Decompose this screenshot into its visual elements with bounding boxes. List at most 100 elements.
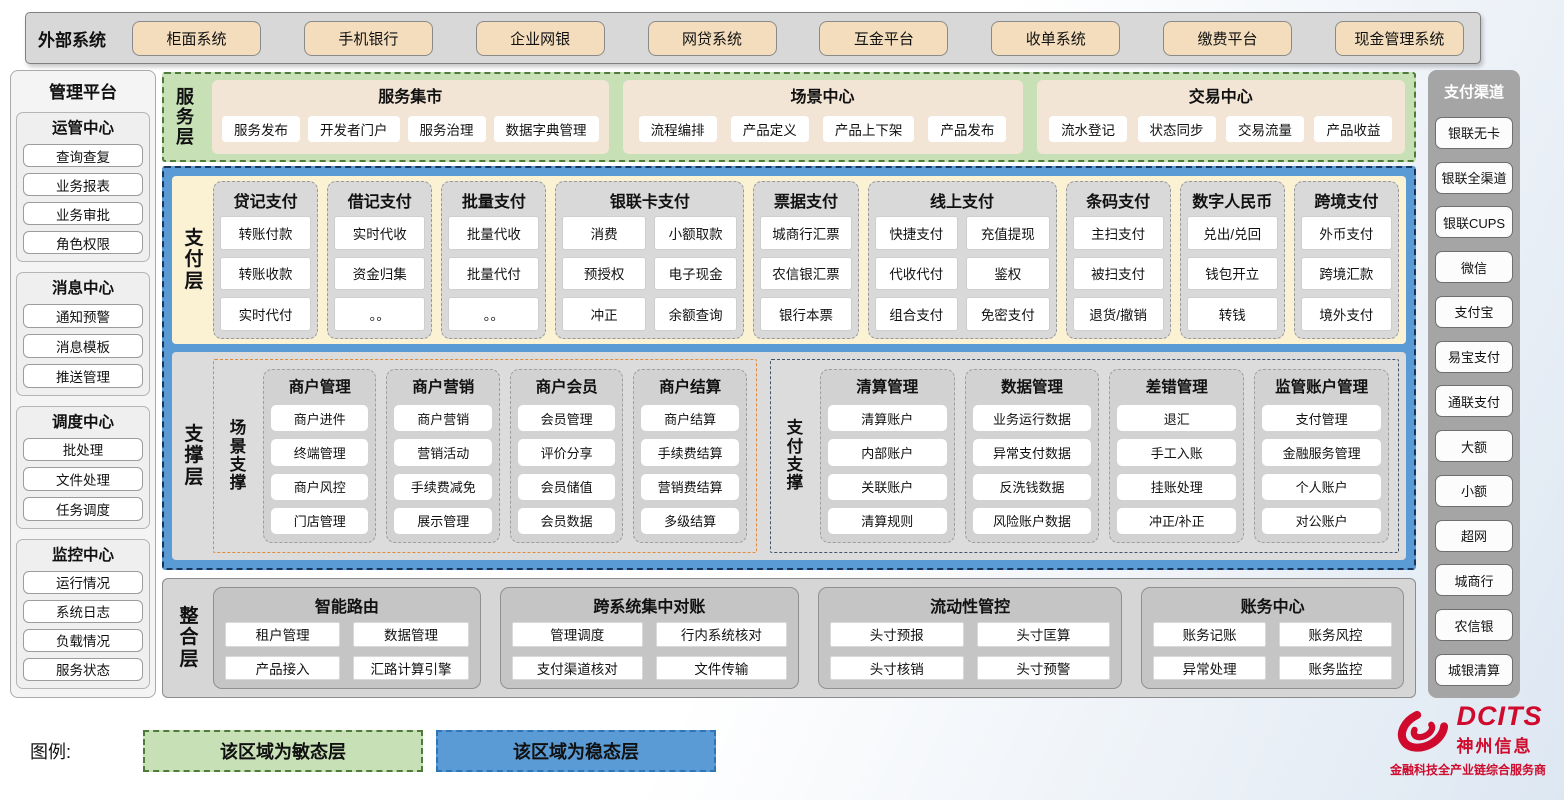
payment-item-button[interactable]: 被扫支付 [1072, 256, 1164, 291]
payment-item-button[interactable]: 转钱 [1186, 297, 1278, 331]
management-item-button[interactable]: 任务调度 [23, 497, 143, 521]
payment-item-button[interactable]: 消费 [562, 216, 646, 250]
support-item-button[interactable]: 手工入账 [1117, 439, 1237, 466]
support-item-button[interactable]: 个人账户 [1262, 473, 1381, 500]
payment-item-button[interactable]: 免密支付 [966, 297, 1050, 331]
service-item-button[interactable]: 产品上下架 [822, 115, 915, 142]
integration-item-button[interactable]: 汇路计算引擎 [353, 655, 469, 680]
support-item-button[interactable]: 退汇 [1117, 405, 1237, 432]
support-item-button[interactable]: 冲正/补正 [1117, 507, 1237, 534]
payment-item-button[interactable]: 退货/撤销 [1072, 297, 1164, 331]
management-item-button[interactable]: 通知预警 [23, 304, 143, 328]
integration-item-button[interactable]: 头寸匡算 [976, 622, 1111, 647]
support-item-button[interactable]: 手续费减免 [394, 473, 492, 500]
integration-item-button[interactable]: 租户管理 [225, 622, 341, 647]
payment-channel-button[interactable]: 超网 [1435, 519, 1513, 552]
support-item-button[interactable]: 营销费结算 [641, 473, 739, 500]
support-item-button[interactable]: 关联账户 [827, 473, 947, 500]
payment-item-button[interactable]: 组合支付 [874, 297, 959, 331]
support-item-button[interactable]: 终端管理 [271, 439, 369, 466]
external-system-button[interactable]: 收单系统 [991, 20, 1121, 56]
payment-item-button[interactable]: 兑出/兑回 [1186, 216, 1278, 250]
payment-channel-button[interactable]: 大额 [1435, 430, 1513, 463]
integration-item-button[interactable]: 文件传输 [655, 655, 787, 680]
service-item-button[interactable]: 流水登记 [1049, 115, 1128, 142]
service-item-button[interactable]: 开发者门户 [308, 115, 400, 142]
payment-item-button[interactable]: 。。 [448, 297, 540, 331]
management-item-button[interactable]: 推送管理 [23, 363, 143, 388]
payment-channel-button[interactable]: 城商行 [1435, 564, 1513, 597]
payment-item-button[interactable]: 实时代付 [220, 297, 312, 331]
payment-item-button[interactable]: 小额取款 [653, 216, 738, 250]
service-item-button[interactable]: 交易流量 [1226, 115, 1304, 142]
support-item-button[interactable]: 多级结算 [641, 507, 739, 534]
payment-channel-button[interactable]: 农信银 [1435, 609, 1513, 642]
support-item-button[interactable]: 会员储值 [517, 473, 616, 500]
service-item-button[interactable]: 产品收益 [1314, 115, 1393, 142]
integration-item-button[interactable]: 产品接入 [225, 655, 341, 680]
integration-item-button[interactable]: 账务风控 [1279, 622, 1392, 647]
management-item-button[interactable]: 消息模板 [23, 333, 143, 358]
external-system-button[interactable]: 手机银行 [303, 20, 433, 56]
payment-item-button[interactable]: 转账收款 [220, 256, 312, 291]
support-item-button[interactable]: 挂账处理 [1117, 473, 1237, 500]
integration-item-button[interactable]: 头寸预警 [976, 655, 1111, 680]
payment-item-button[interactable]: 快捷支付 [874, 216, 959, 250]
payment-item-button[interactable]: 批量代收 [448, 216, 540, 250]
payment-item-button[interactable]: 代收代付 [874, 256, 959, 291]
support-item-button[interactable]: 营销活动 [394, 439, 492, 466]
payment-item-button[interactable]: 转账付款 [220, 216, 312, 250]
payment-item-button[interactable]: 外币支付 [1300, 216, 1392, 250]
external-system-button[interactable]: 互金平台 [819, 20, 949, 56]
payment-item-button[interactable]: 境外支付 [1300, 297, 1392, 331]
payment-channel-button[interactable]: 银联CUPS [1435, 206, 1513, 239]
payment-item-button[interactable]: 充值提现 [966, 216, 1050, 250]
service-item-button[interactable]: 产品定义 [730, 115, 809, 142]
support-item-button[interactable]: 清算账户 [827, 405, 947, 432]
management-item-button[interactable]: 角色权限 [23, 231, 143, 254]
payment-item-button[interactable]: 城商行汇票 [760, 216, 852, 250]
management-item-button[interactable]: 负载情况 [23, 628, 143, 652]
support-item-button[interactable]: 展示管理 [394, 507, 492, 534]
service-item-button[interactable]: 数据字典管理 [493, 115, 599, 142]
support-item-button[interactable]: 风险账户数据 [972, 507, 1092, 534]
service-item-button[interactable]: 状态同步 [1137, 115, 1216, 142]
payment-item-button[interactable]: 实时代收 [334, 216, 426, 250]
support-item-button[interactable]: 反洗钱数据 [972, 473, 1092, 500]
support-item-button[interactable]: 会员管理 [517, 405, 616, 432]
payment-item-button[interactable]: 钱包开立 [1186, 256, 1278, 291]
integration-item-button[interactable]: 账务监控 [1279, 655, 1392, 680]
management-item-button[interactable]: 服务状态 [23, 657, 143, 681]
management-item-button[interactable]: 文件处理 [23, 467, 143, 492]
support-item-button[interactable]: 支付管理 [1262, 405, 1381, 432]
support-item-button[interactable]: 商户进件 [271, 405, 369, 432]
management-item-button[interactable]: 批处理 [23, 437, 143, 462]
payment-item-button[interactable]: 鉴权 [966, 256, 1050, 291]
payment-channel-button[interactable]: 通联支付 [1435, 385, 1513, 418]
management-item-button[interactable]: 系统日志 [23, 599, 143, 623]
external-system-button[interactable]: 缴费平台 [1163, 20, 1293, 56]
payment-channel-button[interactable]: 小额 [1435, 474, 1513, 507]
support-item-button[interactable]: 商户风控 [271, 473, 369, 500]
external-system-button[interactable]: 现金管理系统 [1334, 20, 1464, 56]
payment-item-button[interactable]: 余额查询 [653, 297, 738, 331]
support-item-button[interactable]: 手续费结算 [641, 439, 739, 466]
support-item-button[interactable]: 内部账户 [827, 439, 947, 466]
external-system-button[interactable]: 企业网银 [475, 20, 605, 56]
payment-channel-button[interactable]: 易宝支付 [1435, 340, 1513, 373]
payment-channel-button[interactable]: 城银清算 [1435, 653, 1513, 686]
integration-item-button[interactable]: 行内系统核对 [655, 622, 787, 647]
management-item-button[interactable]: 查询查复 [23, 144, 143, 167]
payment-channel-button[interactable]: 银联全渠道 [1435, 161, 1513, 194]
service-item-button[interactable]: 流程编排 [638, 115, 717, 142]
support-item-button[interactable]: 对公账户 [1262, 507, 1381, 534]
service-item-button[interactable]: 服务发布 [222, 115, 300, 142]
support-item-button[interactable]: 门店管理 [271, 507, 369, 534]
payment-item-button[interactable]: 预授权 [562, 256, 646, 291]
payment-item-button[interactable]: 农信银汇票 [760, 256, 852, 291]
support-item-button[interactable]: 清算规则 [827, 507, 947, 534]
payment-item-button[interactable]: 冲正 [562, 297, 646, 331]
external-system-button[interactable]: 网贷系统 [647, 20, 777, 56]
integration-item-button[interactable]: 异常处理 [1153, 655, 1267, 680]
payment-item-button[interactable]: 电子现金 [653, 256, 738, 291]
